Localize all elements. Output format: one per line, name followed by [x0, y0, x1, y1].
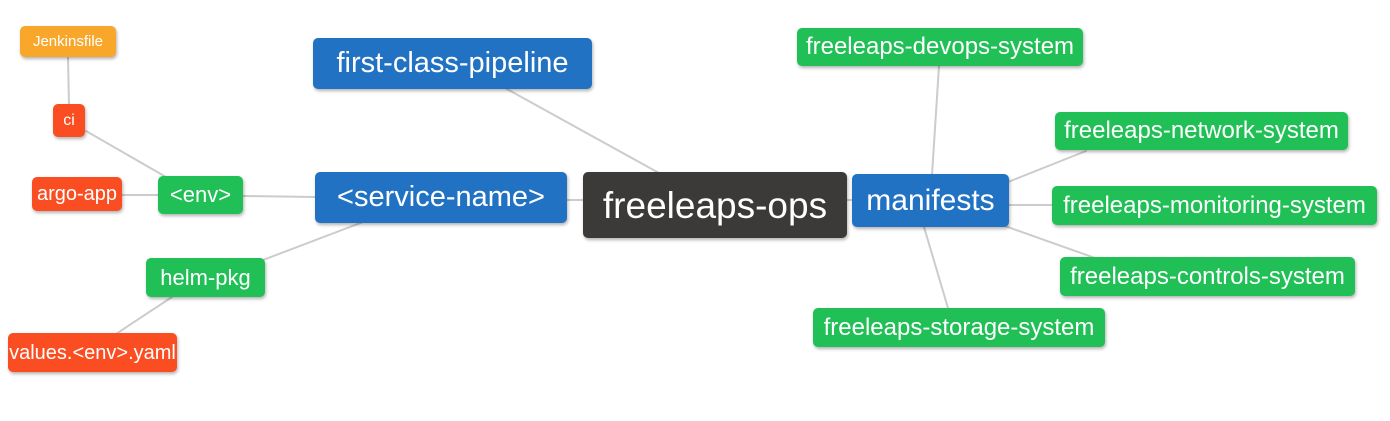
node-freeleaps-network-system[interactable]: freeleaps-network-system — [1055, 112, 1348, 150]
node-argo-app[interactable]: argo-app — [32, 177, 122, 211]
node-values-env-yaml[interactable]: values.<env>.yaml — [8, 333, 177, 372]
node-freeleaps-controls-system[interactable]: freeleaps-controls-system — [1060, 257, 1355, 296]
node-freeleaps-storage-system[interactable]: freeleaps-storage-system — [813, 308, 1105, 347]
node-service-name[interactable]: <service-name> — [315, 172, 567, 223]
edge-manifests-controls-system — [1004, 225, 1096, 259]
node-helm-pkg[interactable]: helm-pkg — [146, 258, 265, 297]
edge-env-ci — [85, 130, 167, 178]
edge-manifests-storage-system — [923, 226, 949, 309]
edge-service-name-env — [242, 195, 316, 198]
node-first-class-pipeline[interactable]: first-class-pipeline — [313, 38, 592, 89]
node-freeleaps-monitoring-system[interactable]: freeleaps-monitoring-system — [1052, 186, 1377, 225]
edge-manifests-network-system — [1007, 150, 1087, 183]
node-env[interactable]: <env> — [158, 176, 243, 214]
edge-service-name-helm-pkg — [262, 221, 364, 261]
edge-manifests-devops-system — [931, 65, 940, 176]
edge-ci-jenkinsfile — [67, 56, 70, 106]
edge-helm-pkg-values-env-yaml — [115, 296, 173, 335]
node-ci[interactable]: ci — [53, 104, 85, 137]
node-freeleaps-ops[interactable]: freeleaps-ops — [583, 172, 847, 238]
node-jenkinsfile[interactable]: Jenkinsfile — [20, 26, 116, 57]
edge-freeleaps-ops-first-class-pipeline — [504, 87, 660, 174]
node-manifests[interactable]: manifests — [852, 174, 1009, 227]
node-freeleaps-devops-system[interactable]: freeleaps-devops-system — [797, 28, 1083, 66]
